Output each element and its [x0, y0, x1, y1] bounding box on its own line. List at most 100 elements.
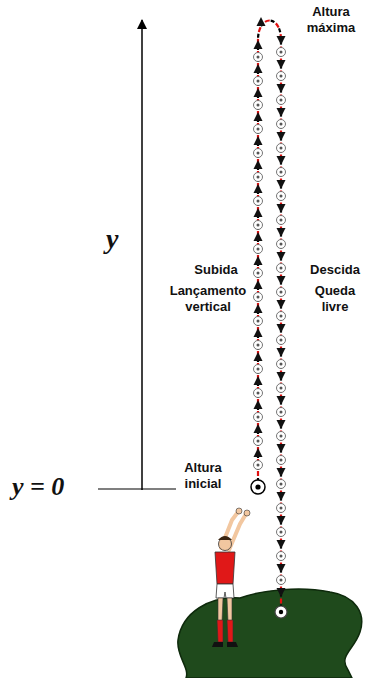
direction-arrow — [277, 396, 286, 405]
ground-patch — [178, 589, 362, 678]
ball-marker — [254, 365, 263, 374]
ball-marker — [277, 384, 286, 393]
direction-arrow — [254, 160, 263, 169]
launch-ball — [251, 480, 265, 494]
ball-marker — [277, 72, 286, 81]
direction-arrow — [277, 204, 286, 213]
direction-arrow — [277, 228, 286, 237]
direction-arrow — [277, 372, 286, 381]
direction-arrow — [277, 300, 286, 309]
ball-marker — [277, 432, 286, 441]
ball-marker — [254, 53, 263, 62]
direction-arrow — [254, 40, 263, 49]
direction-arrow — [254, 208, 263, 217]
direction-arrow — [254, 424, 263, 433]
direction-arrow — [277, 540, 286, 549]
ball-marker — [277, 480, 286, 489]
direction-arrow — [277, 420, 286, 429]
direction-arrow — [277, 324, 286, 333]
direction-arrow — [254, 400, 263, 409]
trajectory-marks — [254, 17, 286, 597]
ball-marker — [254, 269, 263, 278]
direction-arrow — [254, 376, 263, 385]
ball-marker — [254, 317, 263, 326]
player-figure — [212, 508, 250, 647]
ball-marker — [277, 528, 286, 537]
ball-marker — [254, 149, 263, 158]
ball-marker — [277, 576, 286, 585]
initial-height-label: Altura inicial — [170, 460, 236, 492]
ball-marker — [254, 221, 263, 230]
ball-marker — [277, 168, 286, 177]
motion-label: Lançamento vertical — [166, 283, 250, 315]
axis-label: y — [106, 224, 118, 254]
ball-marker — [254, 245, 263, 254]
ball-marker — [277, 216, 286, 225]
direction-arrow — [254, 448, 263, 457]
ball-marker — [277, 264, 286, 273]
ball-marker — [254, 197, 263, 206]
direction-arrow — [277, 348, 286, 357]
direction-arrow — [277, 468, 286, 477]
motion-label: Queda livre — [305, 283, 365, 315]
ball-marker — [277, 456, 286, 465]
origin-line — [98, 488, 176, 489]
direction-arrow — [254, 304, 263, 313]
ball-marker — [277, 504, 286, 513]
direction-arrow — [254, 352, 263, 361]
origin-label: y = 0 — [12, 473, 64, 501]
ball-marker — [254, 341, 263, 350]
ball-marker — [254, 101, 263, 110]
ball-marker — [254, 413, 263, 422]
direction-arrow — [277, 492, 286, 501]
ball-marker — [277, 96, 286, 105]
direction-arrow — [277, 180, 286, 189]
ball-marker — [254, 437, 263, 446]
direction-arrow — [277, 564, 286, 573]
direction-arrow — [254, 256, 263, 265]
ball-marker — [277, 288, 286, 297]
ball-marker — [254, 125, 263, 134]
ball-marker — [254, 461, 263, 470]
direction-arrow — [254, 280, 263, 289]
ball-marker — [277, 120, 286, 129]
ball-marker — [277, 408, 286, 417]
ball-marker — [277, 552, 286, 561]
direction-arrow — [277, 444, 286, 453]
ball-marker — [277, 240, 286, 249]
direction-arrow — [277, 36, 286, 45]
direction-arrow — [277, 156, 286, 165]
direction-arrow — [254, 88, 263, 97]
direction-arrow — [277, 276, 286, 285]
ball-marker — [277, 336, 286, 345]
landing-ball — [275, 606, 287, 618]
direction-arrow — [277, 516, 286, 525]
ball-marker — [254, 173, 263, 182]
direction-arrow — [277, 108, 286, 117]
direction-arrow — [254, 112, 263, 121]
y-axis — [141, 20, 143, 490]
ball-marker — [277, 144, 286, 153]
ball-marker — [277, 312, 286, 321]
ball-marker — [277, 360, 286, 369]
ball-marker — [254, 389, 263, 398]
phase-label: Descida — [300, 262, 370, 278]
max-height-label: Altura máxima — [300, 4, 362, 36]
direction-arrow — [277, 84, 286, 93]
phase-label: Subida — [176, 262, 256, 278]
direction-arrow — [254, 184, 263, 193]
direction-arrow — [254, 328, 263, 337]
direction-arrow — [257, 17, 266, 26]
ball-marker — [254, 293, 263, 302]
ball-marker — [254, 77, 263, 86]
direction-arrow — [277, 132, 286, 141]
ball-marker — [277, 48, 286, 57]
direction-arrow — [254, 64, 263, 73]
direction-arrow — [277, 60, 286, 69]
direction-arrow — [277, 252, 286, 261]
direction-arrow — [254, 232, 263, 241]
direction-arrow — [277, 588, 286, 597]
ball-marker — [277, 192, 286, 201]
direction-arrow — [254, 136, 263, 145]
